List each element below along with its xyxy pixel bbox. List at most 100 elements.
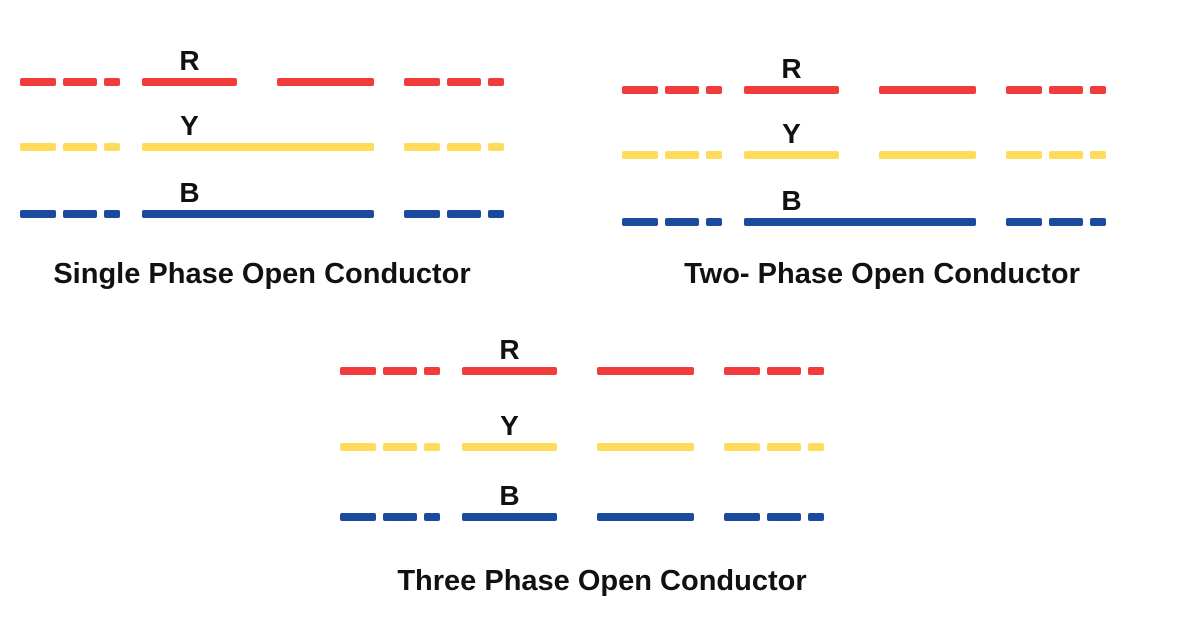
conductor-segment (879, 151, 976, 159)
dash-segment (724, 513, 760, 521)
conductor-middle (142, 210, 374, 218)
conductor-segment (744, 86, 839, 94)
dash-segment (424, 443, 440, 451)
phase-row-b: B (340, 482, 824, 521)
dash-segment (20, 143, 56, 151)
conductor-segment (142, 78, 237, 86)
dash-segment (1006, 86, 1042, 94)
phase-label: R (179, 45, 200, 76)
dash-segment (622, 86, 658, 94)
conductor-segment (462, 443, 557, 451)
dash-segment (665, 86, 699, 94)
dash-segment (1090, 151, 1106, 159)
dash-segment (424, 367, 440, 375)
conductor-middle (744, 151, 976, 159)
phase-line (622, 218, 1106, 226)
dash-segment (808, 513, 824, 521)
dash-segment (767, 513, 801, 521)
three-phase-open-conductor-diagram: R Y B Three Phase Open Conductor (340, 335, 824, 615)
dash-segment (404, 78, 440, 86)
dash-segment (383, 367, 417, 375)
dash-segment (383, 443, 417, 451)
diagram-caption: Two- Phase Open Conductor (684, 258, 1080, 290)
phase-line (340, 443, 824, 451)
dash-segment (424, 513, 440, 521)
dash-segment (665, 218, 699, 226)
dash-segment (447, 143, 481, 151)
phase-line (20, 143, 504, 151)
dash-segment (20, 78, 56, 86)
dash-segment (1090, 218, 1106, 226)
dash-segment (488, 143, 504, 151)
phase-row-y: Y (340, 412, 824, 451)
open-conductor-gap (557, 443, 597, 451)
dash-segment (340, 443, 376, 451)
conductor-middle (744, 218, 976, 226)
diagram-caption: Single Phase Open Conductor (53, 258, 471, 290)
dash-segment (706, 218, 722, 226)
conductor-segment (597, 513, 694, 521)
dash-segment (1090, 86, 1106, 94)
conductor-middle (142, 78, 374, 86)
dash-segment (404, 210, 440, 218)
dash-segment (622, 151, 658, 159)
dash-segment (1049, 218, 1083, 226)
phase-row-b: B (622, 187, 1106, 226)
phase-line (340, 367, 824, 375)
phase-row-b: B (20, 179, 504, 218)
dash-segment (622, 218, 658, 226)
phase-row-y: Y (622, 120, 1106, 159)
conductor-segment (879, 86, 976, 94)
conductor-middle (462, 367, 694, 375)
dash-segment (808, 367, 824, 375)
conductor-segment (462, 367, 557, 375)
phase-label: R (781, 53, 802, 84)
dash-segment (447, 78, 481, 86)
phase-rows: R Y B (340, 335, 824, 615)
dash-segment (488, 210, 504, 218)
conductor-segment (597, 443, 694, 451)
dash-segment (665, 151, 699, 159)
phase-label: Y (500, 410, 519, 441)
dash-segment (340, 513, 376, 521)
phase-line (340, 513, 824, 521)
dash-segment (767, 443, 801, 451)
dash-segment (63, 78, 97, 86)
dash-segment (1049, 86, 1083, 94)
phase-label: B (781, 185, 802, 216)
dash-segment (724, 367, 760, 375)
dash-segment (63, 210, 97, 218)
dash-segment (1006, 218, 1042, 226)
open-conductor-gap (557, 367, 597, 375)
phase-rows: R Y B (622, 54, 1106, 306)
phase-label: Y (782, 118, 801, 149)
conductor-segment (462, 513, 557, 521)
phase-label: B (499, 480, 520, 511)
dash-segment (724, 443, 760, 451)
phase-row-r: R (340, 336, 824, 375)
conductor-segment (142, 143, 374, 151)
phase-line (20, 78, 504, 86)
phase-line (622, 151, 1106, 159)
dash-segment (63, 143, 97, 151)
phase-row-r: R (622, 55, 1106, 94)
single-phase-open-conductor-diagram: R Y B Single Phase Open Conductor (20, 46, 504, 306)
phase-row-r: R (20, 47, 504, 86)
two-phase-open-conductor-diagram: R Y B Two- Phase Open Conductor (622, 54, 1106, 306)
dash-segment (104, 210, 120, 218)
phase-label: R (499, 334, 520, 365)
conductor-middle (142, 143, 374, 151)
dash-segment (404, 143, 440, 151)
dash-segment (1006, 151, 1042, 159)
dash-segment (20, 210, 56, 218)
dash-segment (447, 210, 481, 218)
diagram-caption: Three Phase Open Conductor (397, 565, 807, 597)
phase-rows: R Y B (20, 46, 504, 306)
dash-segment (340, 367, 376, 375)
conductor-middle (744, 86, 976, 94)
phase-label: Y (180, 110, 199, 141)
phase-row-y: Y (20, 112, 504, 151)
dash-segment (104, 143, 120, 151)
dash-segment (706, 86, 722, 94)
